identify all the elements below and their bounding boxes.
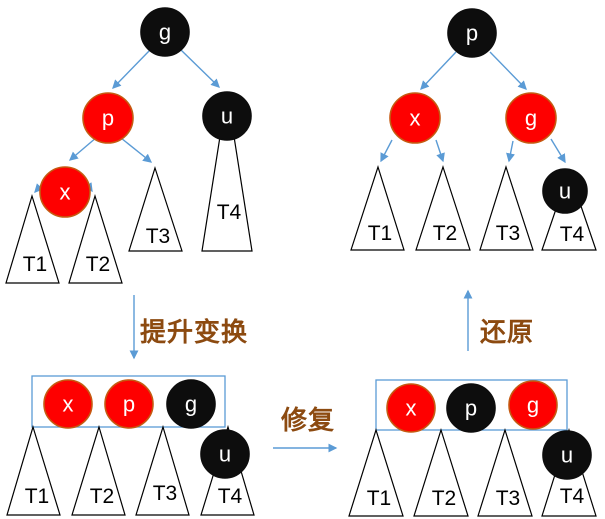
node-p-label: p bbox=[123, 392, 135, 417]
fix-label: 修复 bbox=[280, 405, 335, 436]
node-x bbox=[43, 379, 93, 429]
node-u-label: u bbox=[221, 104, 233, 129]
node-u-label: u bbox=[561, 443, 573, 468]
subtree-t2-label: T2 bbox=[90, 485, 115, 508]
subtree-t2-triangle bbox=[415, 165, 471, 251]
node-p bbox=[104, 379, 154, 429]
edge-g-to-u bbox=[180, 49, 220, 88]
node-u bbox=[542, 168, 588, 214]
node-x bbox=[39, 166, 91, 218]
subtree-t1-triangle bbox=[6, 424, 61, 516]
subtree-t4-label: T4 bbox=[560, 485, 585, 508]
node-u bbox=[542, 430, 592, 480]
node-g-label: g bbox=[159, 20, 171, 45]
tree-top-left: g p u x T1 T2 T3 T4 bbox=[5, 7, 253, 284]
node-g bbox=[166, 379, 216, 429]
node-p-label: p bbox=[102, 106, 114, 131]
node-g-label: g bbox=[185, 392, 197, 417]
subtree-t3-label: T3 bbox=[153, 482, 178, 505]
subtree-t2-triangle bbox=[413, 427, 469, 517]
node-x bbox=[389, 92, 441, 144]
node-g bbox=[140, 7, 190, 57]
node-p-label: p bbox=[466, 21, 478, 46]
subtree-t4-label: T4 bbox=[218, 485, 243, 508]
node-u bbox=[202, 91, 252, 141]
subtree-t1-label: T1 bbox=[25, 485, 50, 508]
node-p bbox=[82, 92, 134, 144]
node-p-label: p bbox=[465, 396, 477, 421]
subtree-t4-label: T4 bbox=[560, 223, 585, 246]
subtree-t2-label: T2 bbox=[433, 222, 458, 245]
edge-p-to-t3 bbox=[120, 137, 153, 163]
node-u bbox=[200, 429, 250, 479]
subtree-t1-triangle bbox=[348, 427, 404, 517]
node-u-label: u bbox=[559, 179, 571, 204]
restore-label: 还原 bbox=[480, 318, 534, 348]
node-x-label: x bbox=[406, 396, 417, 421]
edge-p-to-x bbox=[68, 136, 98, 161]
tree-top-right: p x g u T1 T2 T3 T4 bbox=[350, 8, 597, 251]
subtree-t2-triangle bbox=[71, 424, 126, 516]
edge-x-to-t2 bbox=[435, 139, 445, 163]
edge-p-to-g bbox=[489, 51, 527, 90]
node-x-label: x bbox=[60, 180, 71, 205]
lift-label: 提升变换 bbox=[140, 317, 248, 348]
edge-p-to-x bbox=[420, 51, 457, 90]
subtree-t3-triangle bbox=[135, 424, 190, 516]
subtree-t1-label: T1 bbox=[23, 253, 48, 276]
subtree-t3-label: T3 bbox=[496, 487, 521, 510]
node-g-label: g bbox=[527, 393, 539, 418]
subtree-t3-label: T3 bbox=[496, 222, 521, 245]
subtree-t1-triangle bbox=[5, 193, 60, 284]
node-g-label: g bbox=[525, 106, 537, 131]
subtree-t4-triangle bbox=[201, 91, 253, 252]
subtree-t4-label: T4 bbox=[217, 201, 242, 224]
edge-g-to-p bbox=[112, 49, 151, 89]
node-p bbox=[446, 383, 496, 433]
subtree-t1-triangle bbox=[350, 165, 405, 251]
subtree-t1-label: T1 bbox=[368, 222, 393, 245]
group-bottom-right: x p g u T1 T2 T3 T4 bbox=[348, 379, 597, 517]
node-g bbox=[505, 92, 557, 144]
subtree-t3-triangle bbox=[477, 427, 533, 517]
subtree-t3-label: T3 bbox=[146, 225, 171, 248]
node-x bbox=[386, 383, 436, 433]
subtree-t2-label: T2 bbox=[432, 487, 457, 510]
transformation-connectors: 提升变换 修复 还原 bbox=[129, 289, 534, 453]
node-x-label: x bbox=[63, 392, 74, 417]
subtree-t2-triangle bbox=[68, 193, 123, 284]
group-bottom-left: x p g u T1 T2 T3 T4 bbox=[6, 375, 255, 516]
node-p bbox=[447, 8, 497, 58]
subtree-t3-triangle bbox=[128, 166, 183, 252]
node-g bbox=[508, 380, 558, 430]
node-u-label: u bbox=[219, 442, 231, 467]
subtree-t3-triangle bbox=[479, 165, 534, 251]
edge-x-to-t1 bbox=[380, 139, 393, 163]
node-x-label: x bbox=[410, 106, 421, 131]
edge-g-to-t3 bbox=[506, 140, 515, 163]
subtree-t1-label: T1 bbox=[367, 487, 392, 510]
subtree-t2-label: T2 bbox=[86, 253, 111, 276]
edge-g-to-u bbox=[550, 138, 566, 164]
